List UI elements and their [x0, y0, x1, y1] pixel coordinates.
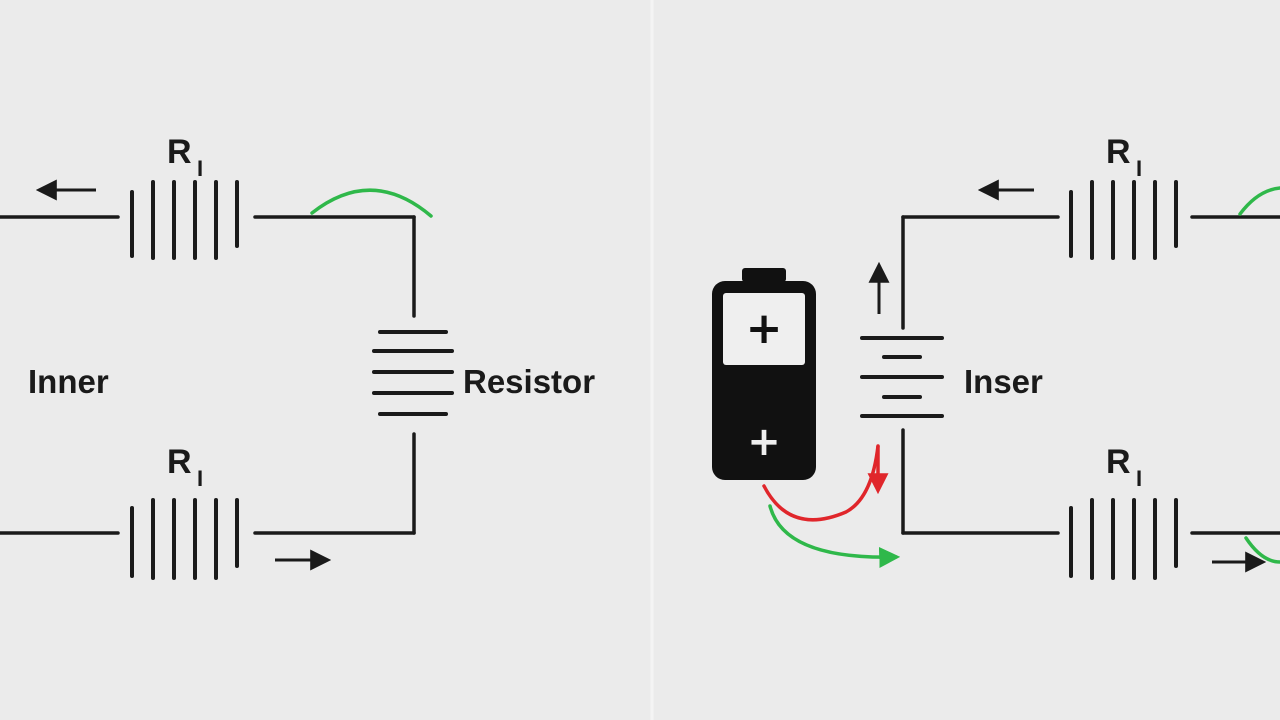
right-resistor-bottom-subscript: I — [1136, 466, 1142, 491]
green-current-arc — [310, 188, 433, 218]
battery-top-sign: + — [746, 303, 783, 354]
left-component-label: Resistor — [463, 363, 595, 400]
left-resistor-bottom — [130, 498, 239, 580]
battery-icon: + + — [712, 268, 816, 480]
right-cell-symbol — [860, 336, 944, 418]
right-resistor-top — [1069, 180, 1178, 260]
right-resistor-top-subscript: I — [1136, 156, 1142, 181]
green-current-arc — [1244, 536, 1280, 564]
right-cell-label: Inser — [964, 363, 1043, 400]
left-resistor-component — [372, 330, 454, 416]
green-current-arc — [1238, 186, 1280, 216]
left-circuit — [0, 215, 416, 535]
left-resistor-top-label: R — [167, 133, 192, 171]
left-resistor-top-subscript: I — [197, 156, 203, 181]
left-resistor-top — [130, 180, 239, 260]
right-circuit — [901, 215, 1280, 535]
green-current-arrow — [768, 504, 901, 568]
right-resistor-bottom-label: R — [1106, 443, 1131, 481]
left-resistor-bottom-subscript: I — [197, 466, 203, 491]
left-side-label: Inner — [28, 363, 109, 400]
right-resistor-bottom — [1069, 498, 1178, 580]
right-resistor-top-label: R — [1106, 133, 1131, 171]
battery-bottom-sign: + — [747, 419, 781, 465]
left-resistor-bottom-label: R — [167, 443, 192, 481]
